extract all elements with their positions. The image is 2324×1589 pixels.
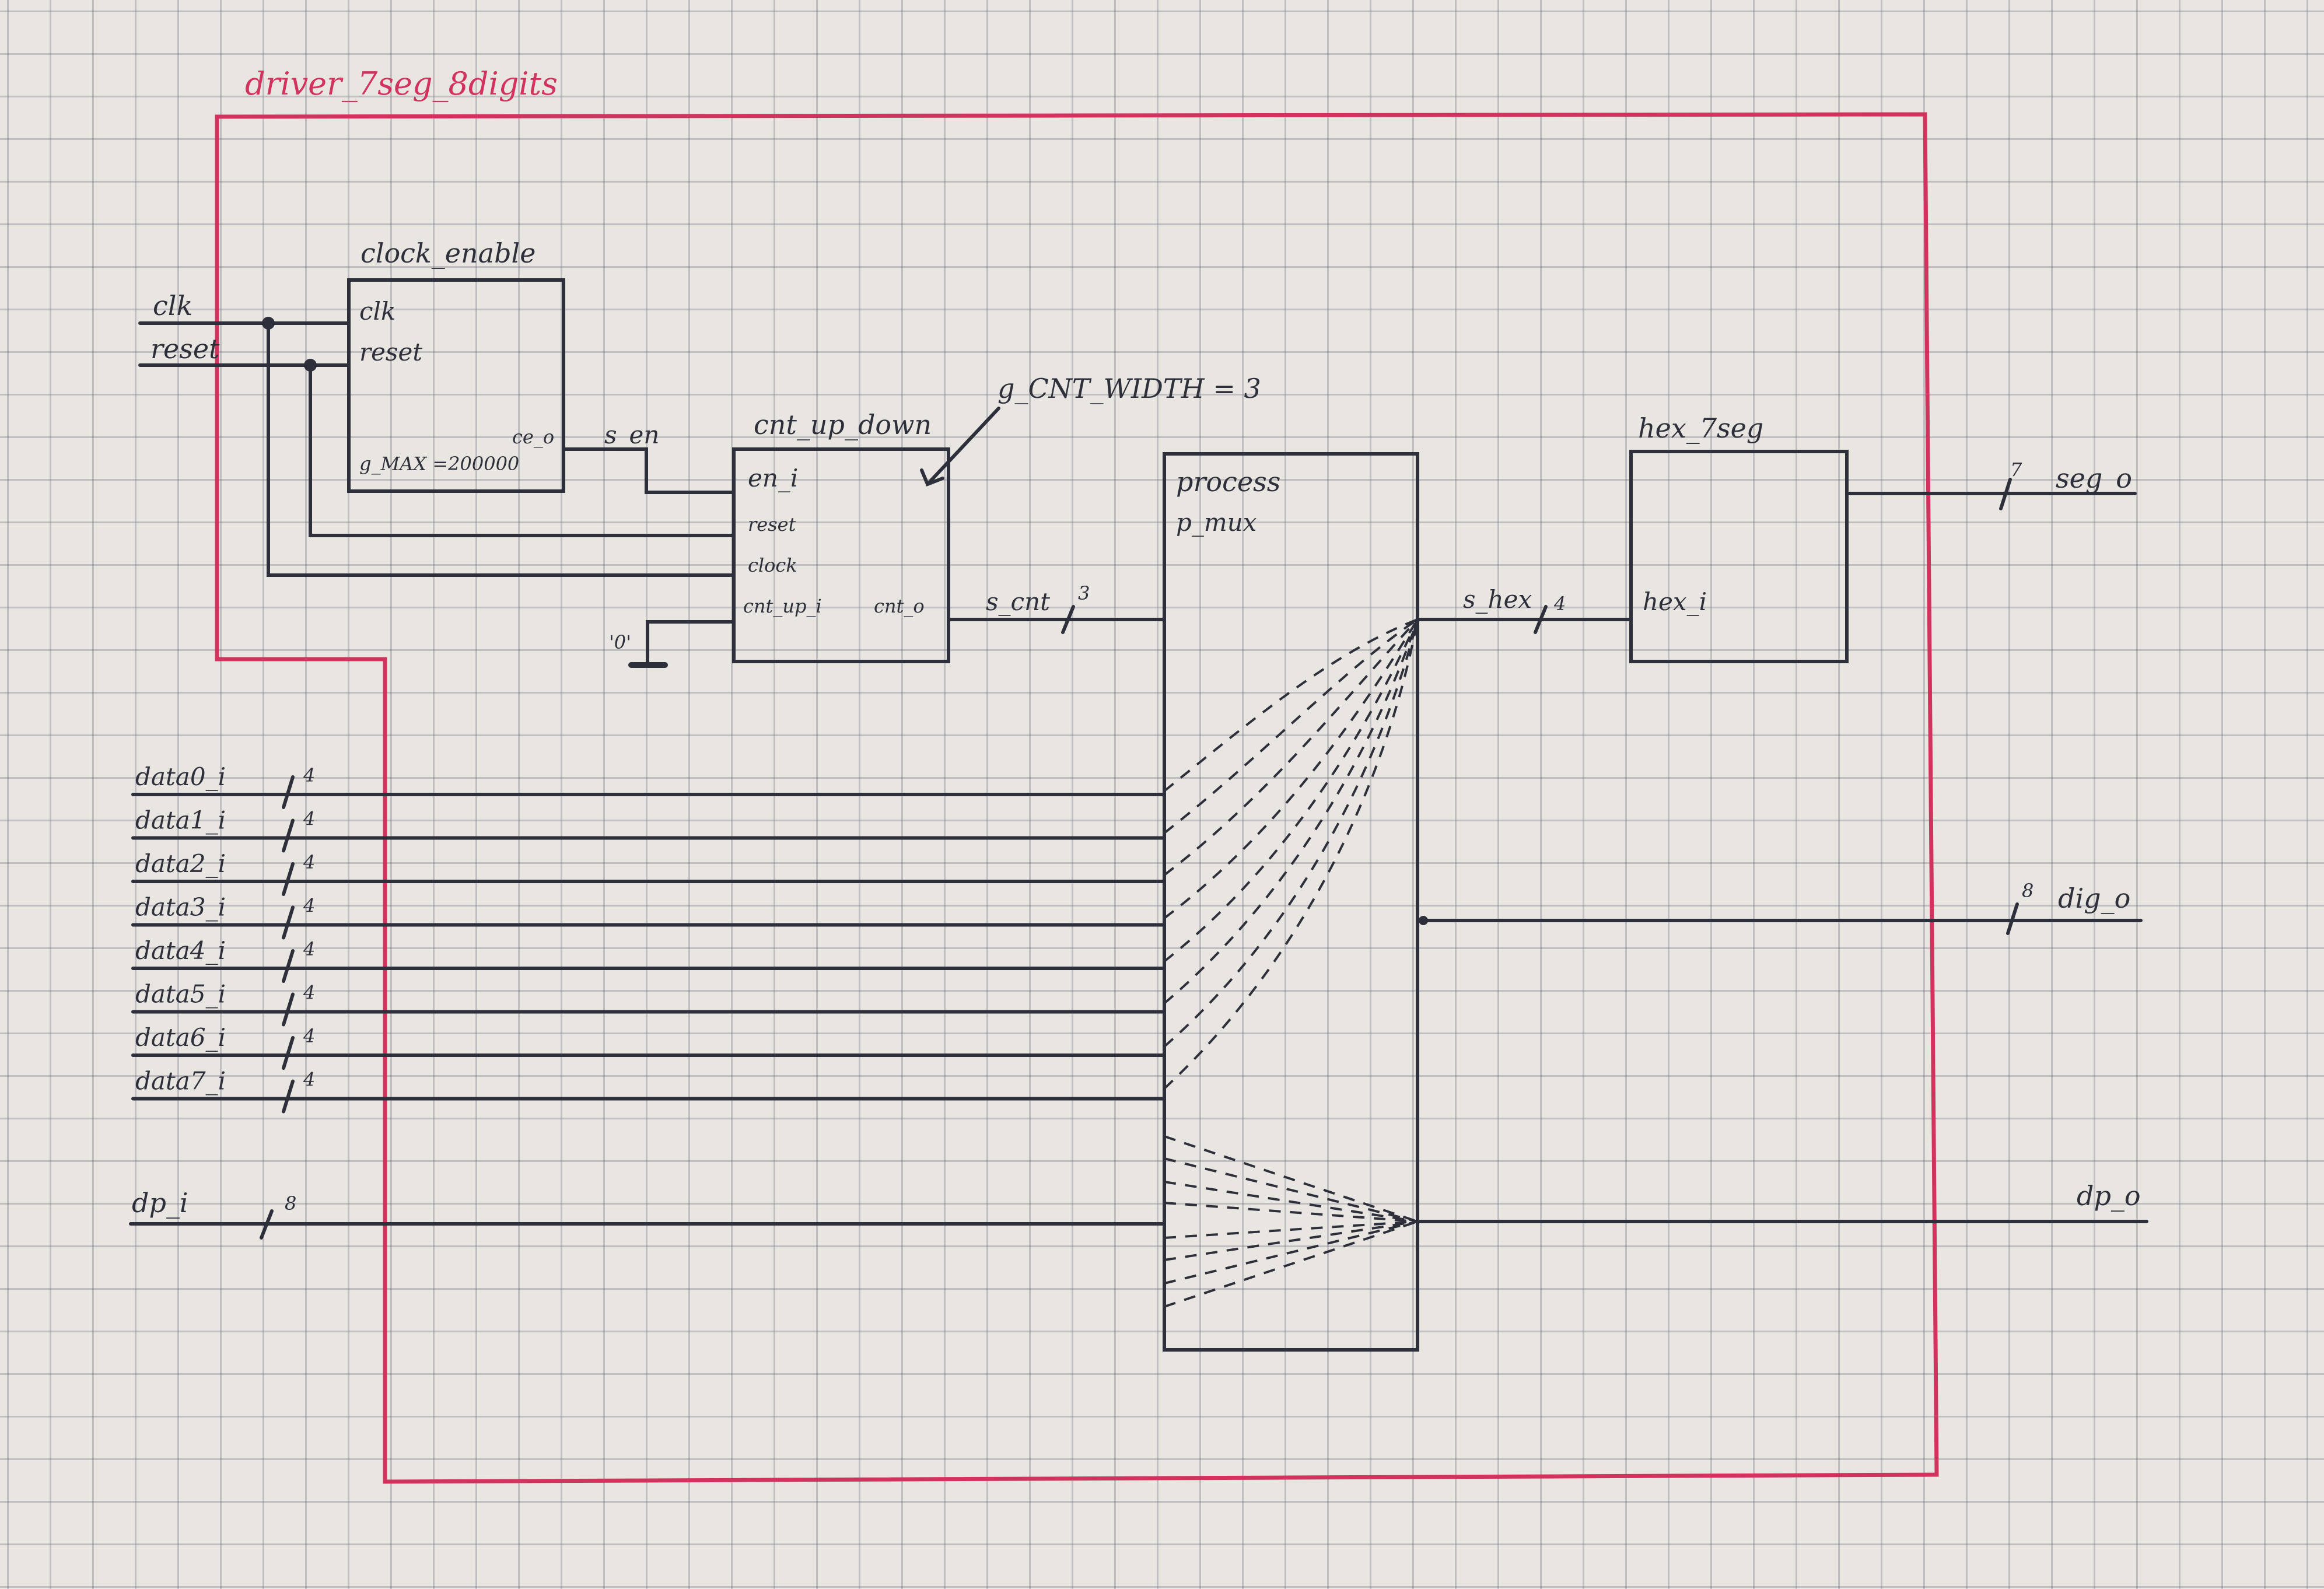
entity-frame [215,112,1939,1484]
hex7seg-port-hex: hex_i [1643,587,1707,616]
input-data-label: data4_i [135,936,226,965]
input-data-label: data0_i [135,762,226,791]
input-data-width: 4 [303,851,315,873]
input-data-width: 4 [303,1025,315,1047]
bus-slash-data [282,1036,295,1070]
output-dp-label: dp_o [2077,1180,2141,1212]
input-data-label: data2_i [135,849,226,878]
input-data-width: 4 [303,1069,315,1091]
entity-title: driver_7seg_8digits [245,65,558,102]
clock-enable-port-clk: clk [359,297,396,326]
bus-slash-seg [1999,478,2012,510]
bus-slash-data [282,775,295,809]
bus-slash-data [282,818,295,853]
bus-slash-data [282,992,295,1027]
counter-port-cnt-up: cnt_up_i [743,595,822,617]
input-data-width: 4 [303,938,315,960]
input-data-label: data7_i [135,1067,226,1096]
bus-slash-dp-i [260,1209,274,1240]
data-inputs: data0_i 4 data1_i 4 data2_i 4 data3_i 4 data4_i 4… [131,762,1166,1114]
counter-port-clock: clock [748,554,797,576]
wire-s-en [562,447,736,494]
input-data-label: data5_i [135,980,226,1009]
mux-data-paths [1163,618,1419,1090]
counter-port-reset: reset [748,513,796,536]
input-data-label: data3_i [135,893,226,922]
input-dp-width: 8 [285,1192,296,1214]
signal-s-cnt-label: s_cnt [986,587,1050,616]
generic-arrowhead [920,468,944,487]
clock-enable-generic: g_MAX =200000 [359,453,519,475]
process-name: p_mux [1176,508,1257,537]
input-data-width: 4 [303,808,315,830]
bus-slash-s-hex [1534,605,1548,634]
input-clk-label: clk [153,290,192,321]
signal-s-hex-label: s_hex [1463,585,1532,614]
input-dp-label: dp_i [132,1187,188,1219]
input-reset-label: reset [150,333,220,365]
counter-port-en: en_i [748,464,798,492]
output-dig-width: 8 [2022,880,2034,902]
counter-generic-note: g_CNT_WIDTH = 3 [998,373,1261,404]
input-data-width: 4 [303,895,315,917]
wire-reset-to-counter [309,363,736,537]
generic-arrow [926,407,1000,486]
counter-const-label: '0' [609,631,631,653]
counter-block [732,447,950,663]
hex7seg-name: hex_7seg [1638,412,1763,444]
bus-slash-s-cnt [1061,605,1075,634]
hex7seg-block [1629,450,1849,663]
output-seg-width: 7 [2010,459,2022,481]
input-data-width: 4 [303,982,315,1004]
clock-enable-port-reset: reset [359,338,422,366]
input-data-width: 4 [303,764,315,786]
bus-slash-data [282,949,295,983]
counter-name: cnt_up_down [754,409,932,440]
process-label: process [1176,466,1280,498]
output-dig-label: dig_o [2058,883,2130,914]
clock-enable-name: clock_enable [360,237,536,269]
signal-s-hex-width: 4 [1553,593,1566,615]
input-data-label: data6_i [135,1023,226,1052]
output-seg-label: seg_o [2056,463,2132,494]
counter-port-cnt: cnt_o [874,595,925,617]
signal-s-en-label: s_en [604,421,659,449]
bus-slash-data [282,862,295,896]
process-block [1163,452,1419,1352]
input-data-label: data1_i [135,806,226,835]
clock-enable-port-ce: ce_o [512,426,554,448]
mux-dp-paths [1164,1135,1418,1308]
junction-dig [1419,916,1428,925]
bus-slash-dig [2006,902,2019,935]
signal-s-cnt-width: 3 [1078,582,1090,604]
wire-clk-to-counter [267,321,736,577]
bus-slash-data [282,905,295,940]
clock-enable-block [347,278,565,493]
bus-slash-data [282,1079,295,1114]
wire-cnt-up-const [646,620,736,666]
